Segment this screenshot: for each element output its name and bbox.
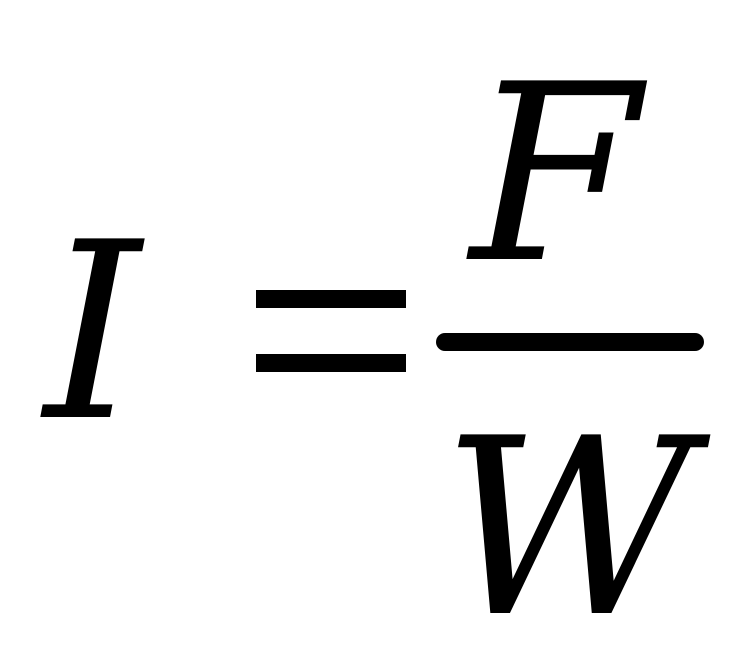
- equals-bottom-bar: [256, 354, 406, 372]
- equals-top-bar: [256, 290, 406, 308]
- denominator-variable: W: [442, 386, 694, 671]
- numerator-variable: F: [470, 32, 640, 317]
- lhs-variable: I: [44, 190, 141, 475]
- fraction-bar: [436, 333, 704, 351]
